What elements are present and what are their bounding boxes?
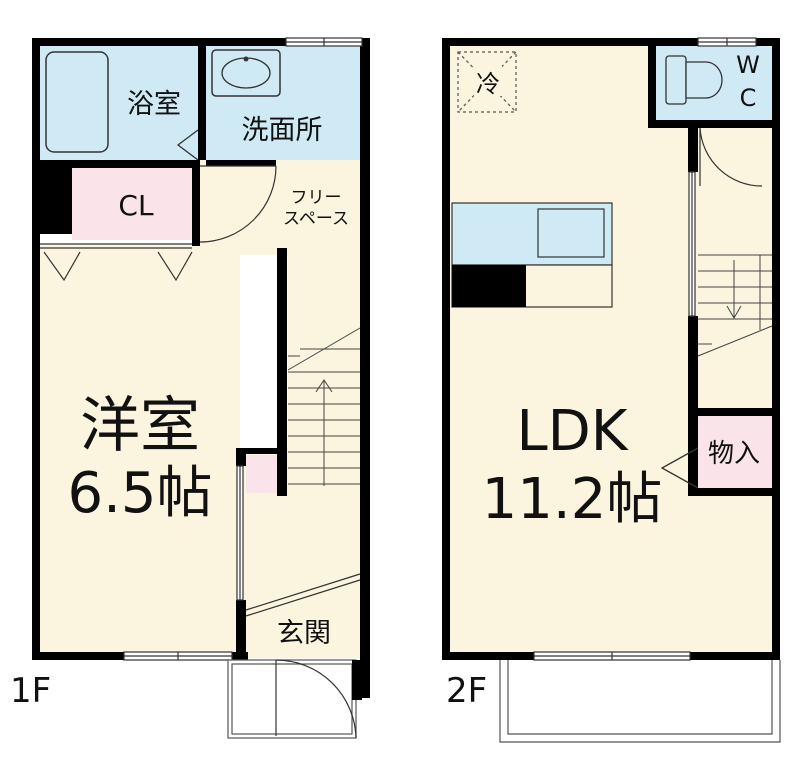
- sliding-door-1f: [236, 465, 244, 601]
- wc-label-line2: C: [740, 84, 757, 112]
- refrigerator-label: 冷: [476, 70, 500, 98]
- window-2f-bottom: [533, 651, 691, 661]
- entrance-door-icon: [275, 659, 362, 739]
- window-1f-bottom: [123, 651, 233, 661]
- floor-2: 冷 W C LDK 11.2帖 物入 2F: [442, 37, 781, 743]
- free-space-floor: [200, 160, 360, 255]
- wc-door-icon: [699, 127, 763, 187]
- stair-storage-floor: [246, 455, 278, 493]
- balcony: [499, 660, 781, 743]
- toilet-icon: [665, 55, 723, 105]
- closet-label: CL: [118, 189, 154, 222]
- floor2-walls: [442, 38, 780, 660]
- closet-door-icon: [40, 243, 193, 282]
- storage-floor: [698, 414, 772, 490]
- entrance-porch: [227, 659, 357, 739]
- washroom-label: 洗面所: [242, 115, 323, 146]
- ldk-size: 11.2帖: [482, 467, 663, 532]
- kitchen-counter: [451, 202, 613, 308]
- closet-floor: [72, 168, 198, 240]
- free-space-label-line1: フリー: [291, 188, 342, 208]
- washroom-door-icon: [199, 165, 277, 243]
- entrance-step-icon: [245, 573, 361, 617]
- western-room-size: 6.5帖: [67, 461, 212, 526]
- floor1-walls: [32, 38, 370, 698]
- western-room-floor: [38, 245, 240, 655]
- window-1f-top: [285, 37, 363, 47]
- ldk-name: LDK: [516, 399, 628, 464]
- wc-label-line1: W: [736, 51, 760, 79]
- storage-door-icon: [660, 447, 699, 489]
- western-room-name: 洋室: [80, 391, 200, 461]
- sliding-door-2f: [688, 171, 696, 317]
- sink-icon: [211, 49, 281, 97]
- bath-label: 浴室: [127, 89, 181, 120]
- window-2f-top: [697, 37, 757, 47]
- storage-label: 物入: [708, 439, 760, 469]
- free-space-label-line2: スペース: [283, 209, 349, 229]
- refrigerator-icon: [457, 51, 517, 113]
- stairs-1f-icon: [287, 327, 361, 486]
- bathtub-icon: [45, 51, 109, 153]
- entrance-label: 玄関: [277, 618, 331, 649]
- bath-door-icon: [176, 129, 199, 161]
- ldk-floor: [450, 45, 772, 655]
- floor1-label: 1F: [10, 671, 51, 711]
- floor-1: 浴室 洗面所 CL フリー スペース 洋室 6.5帖 玄関 1F: [10, 37, 370, 739]
- floor2-label: 2F: [446, 671, 487, 711]
- stairs-2f-icon: [697, 254, 773, 357]
